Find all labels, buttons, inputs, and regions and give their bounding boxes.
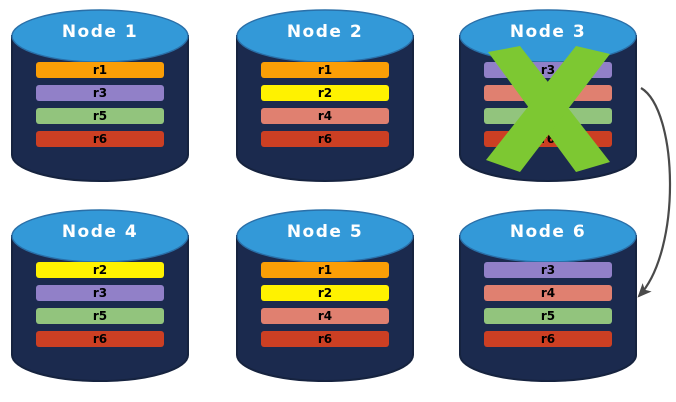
row-bar-r2[interactable]: r2 [261,85,389,101]
row-bar-r2[interactable]: r2 [36,262,164,278]
row-bar-r3[interactable]: r3 [484,62,612,78]
row-bar-r4[interactable]: r4 [261,108,389,124]
row-bar-r4[interactable]: r4 [484,85,612,101]
row-bar-r1[interactable]: r1 [261,62,389,78]
failover-arrow [637,87,672,298]
node-5-rows: r1 r2 r4 r6 [261,262,389,354]
row-bar-r5[interactable]: r5 [484,308,612,324]
node-6-rows: r3 r4 r5 r6 [484,262,612,354]
row-bar-r5[interactable]: r5 [484,108,612,124]
row-bar-r3[interactable]: r3 [36,285,164,301]
row-bar-r1[interactable]: r1 [261,262,389,278]
row-bar-r2[interactable]: r2 [261,285,389,301]
row-bar-r1[interactable]: r1 [36,62,164,78]
node-1-rows: r1 r3 r5 r6 [36,62,164,154]
node-2-rows: r1 r2 r4 r6 [261,62,389,154]
row-bar-r6[interactable]: r6 [261,131,389,147]
row-bar-r3[interactable]: r3 [36,85,164,101]
row-bar-r5[interactable]: r5 [36,308,164,324]
row-bar-r4[interactable]: r4 [484,285,612,301]
node-4-rows: r2 r3 r5 r6 [36,262,164,354]
row-bar-r6[interactable]: r6 [484,131,612,147]
row-bar-r6[interactable]: r6 [484,331,612,347]
row-bar-r6[interactable]: r6 [261,331,389,347]
row-bar-r6[interactable]: r6 [36,331,164,347]
row-bar-r4[interactable]: r4 [261,308,389,324]
node-3-rows: r3 r4 r5 r6 [484,62,612,154]
row-bar-r5[interactable]: r5 [36,108,164,124]
row-bar-r6[interactable]: r6 [36,131,164,147]
row-bar-r3[interactable]: r3 [484,262,612,278]
